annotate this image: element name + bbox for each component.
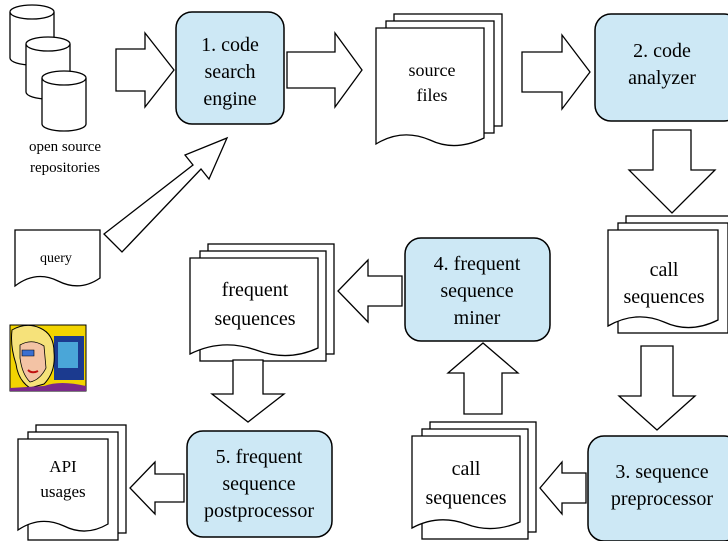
node-label: 2. code xyxy=(633,40,691,62)
doc-label: files xyxy=(417,85,448,105)
node-sequence-preprocessor: 3. sequence preprocessor xyxy=(587,435,728,541)
doc-label: call xyxy=(650,259,679,281)
node-label: engine xyxy=(203,88,256,110)
doc-label: call xyxy=(452,458,481,480)
arrow-preprocessor-to-callseq xyxy=(539,460,587,516)
doc-label: source xyxy=(409,60,456,80)
node-code-analyzer: 2. code analyzer xyxy=(594,13,728,122)
doc-api-usages: API usages xyxy=(17,424,127,541)
node-frequent-sequence-postprocessor: 5. frequent sequence postprocessor xyxy=(186,430,333,538)
doc-label: sequences xyxy=(425,487,506,509)
repositories-label-1: open source xyxy=(29,139,101,155)
node-label: postprocessor xyxy=(204,500,314,522)
node-frequent-sequence-miner: 4. frequent sequence miner xyxy=(404,237,551,342)
arrow-miner-to-frequent xyxy=(337,258,403,324)
arrow-source-to-analyzer xyxy=(521,33,591,111)
database-icon xyxy=(9,4,87,132)
doc-call-sequences-bottom: call sequences xyxy=(411,421,537,540)
arrow-frequent-to-postprocessor xyxy=(210,359,286,423)
arrow-search-to-source xyxy=(286,31,363,109)
repositories-label-2: repositories xyxy=(30,160,100,176)
node-label: 4. frequent xyxy=(434,253,521,275)
node-label: analyzer xyxy=(628,67,696,89)
arrow-callseq-to-preprocessor xyxy=(617,345,697,431)
arrow-repos-to-search xyxy=(115,31,175,109)
node-label: sequence xyxy=(440,280,513,302)
doc-call-sequences-right: call sequences xyxy=(607,215,728,334)
node-label: 1. code xyxy=(201,34,259,56)
user-avatar-icon xyxy=(9,324,87,392)
doc-label: API xyxy=(49,457,77,476)
doc-label: query xyxy=(40,251,72,266)
node-label: preprocessor xyxy=(611,488,714,510)
arrow-postprocessor-to-api xyxy=(129,460,185,516)
doc-label: frequent xyxy=(222,279,289,301)
doc-label: sequences xyxy=(623,286,704,308)
node-label: 5. frequent xyxy=(216,446,303,468)
node-label: miner xyxy=(454,307,501,329)
arrow-callseq-to-miner xyxy=(446,342,520,415)
arrow-query-to-search xyxy=(103,136,229,253)
doc-frequent-sequences: frequent sequences xyxy=(189,243,335,362)
node-label: 3. sequence xyxy=(615,461,708,483)
doc-label: usages xyxy=(40,482,85,501)
node-label: sequence xyxy=(222,473,295,495)
doc-source-files: source files xyxy=(375,13,503,147)
node-code-search-engine: 1. code search engine xyxy=(175,11,285,125)
node-label: search xyxy=(204,61,255,83)
doc-label: sequences xyxy=(214,308,295,330)
doc-query: query xyxy=(14,229,101,288)
arrow-analyzer-to-callseq xyxy=(627,129,717,214)
